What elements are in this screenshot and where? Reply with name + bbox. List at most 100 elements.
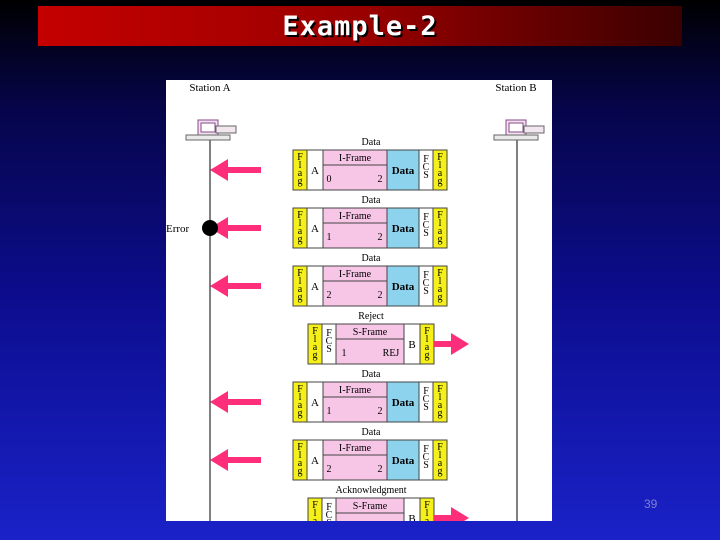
arrow-to-station-a [210,159,261,181]
flag-letter: g [438,292,443,303]
fcs-letter: C [423,278,430,289]
fcs-letter: S [423,170,429,181]
fcs-letter: F [423,154,429,165]
fcs-letter: F [326,328,332,339]
data-label: Data [392,165,415,177]
arrow-to-station-b [434,507,469,521]
data-field [386,149,420,191]
fcs-letter: S [423,228,429,239]
control-field [322,439,388,481]
flag-letter: F [297,152,303,163]
monitor-screen [508,122,524,133]
flag-letter: F [424,326,430,337]
control-label: S-Frame [353,327,388,338]
flag-letter: F [437,210,443,221]
flag-letter: g [313,350,318,361]
flag-letter: g [438,466,443,477]
station-b-label: Station B [495,82,536,94]
flag-letter: g [298,292,303,303]
arrow-to-station-a [210,275,261,297]
flag-letter: g [298,466,303,477]
ack-number: 2 [378,232,383,243]
system-unit [215,125,237,134]
sequence-number: 2 [327,290,332,301]
control-label: I-Frame [339,385,372,396]
fcs-letter: C [423,162,430,173]
flag-letter: a [438,226,443,237]
control-label: S-Frame [353,501,388,512]
monitor-screen [200,122,216,133]
flag-letter: F [297,384,303,395]
fcs-letter: C [326,336,333,347]
address-value: A [311,281,319,293]
flag-letter: g [298,176,303,187]
ack-number: 1 [342,348,347,359]
frame-caption: Data [362,195,381,206]
fcs-letter: C [423,452,430,463]
flag-letter: g [438,234,443,245]
flag-letter: l [439,276,442,287]
flag-field [432,381,448,423]
fcs-letter: F [423,386,429,397]
sequence-number: 1 [327,406,332,417]
flag-letter: F [437,268,443,279]
sequence-number: 0 [327,174,332,185]
address-value: A [311,455,319,467]
flag-letter: l [299,160,302,171]
flag-letter: a [313,516,318,521]
fcs-letter: C [423,220,430,231]
flag-letter: l [439,218,442,229]
control-label: I-Frame [339,153,372,164]
frame-caption: Acknowledgment [335,485,406,496]
flag-letter: l [299,450,302,461]
flag-letter: a [438,168,443,179]
frame-caption: Reject [358,311,384,322]
flag-field [432,265,448,307]
flag-letter: g [438,408,443,419]
data-label: Data [392,223,415,235]
flag-letter: F [312,326,318,337]
flag-letter: F [424,500,430,511]
address-value: A [311,165,319,177]
data-field [386,381,420,423]
flag-letter: a [298,168,303,179]
flag-letter: g [298,234,303,245]
flag-letter: F [297,268,303,279]
flag-field [432,439,448,481]
control-field [322,149,388,191]
fcs-letter: C [423,394,430,405]
flag-letter: l [426,334,429,345]
control-label: I-Frame [339,443,372,454]
station-a-label: Station A [189,82,230,94]
sequence-number: 2 [327,464,332,475]
fcs-letter: S [423,402,429,413]
flag-letter: l [426,508,429,519]
frame-caption: Data [362,369,381,380]
control-field [322,381,388,423]
arrow-to-station-b [434,333,469,355]
fcs-letter: S [423,286,429,297]
sequence-number: 1 [327,232,332,243]
flag-letter: l [314,334,317,345]
arrow-to-station-a [210,217,261,239]
fcs-letter: F [423,270,429,281]
flag-letter: l [299,276,302,287]
flag-letter: a [298,458,303,469]
title-bar: Example-2 [38,6,682,46]
flag-letter: F [297,210,303,221]
flag-letter: l [299,218,302,229]
flag-letter: g [438,176,443,187]
flag-field [432,207,448,249]
data-label: Data [392,281,415,293]
control-field [335,323,405,365]
fcs-letter: F [326,502,332,513]
fcs-letter: F [423,444,429,455]
flag-letter: a [298,400,303,411]
flag-letter: F [437,442,443,453]
flag-letter: a [298,284,303,295]
ack-number: 2 [378,464,383,475]
arrow-to-station-a [210,391,261,413]
ack-number: 2 [378,174,383,185]
control-label: I-Frame [339,211,372,222]
